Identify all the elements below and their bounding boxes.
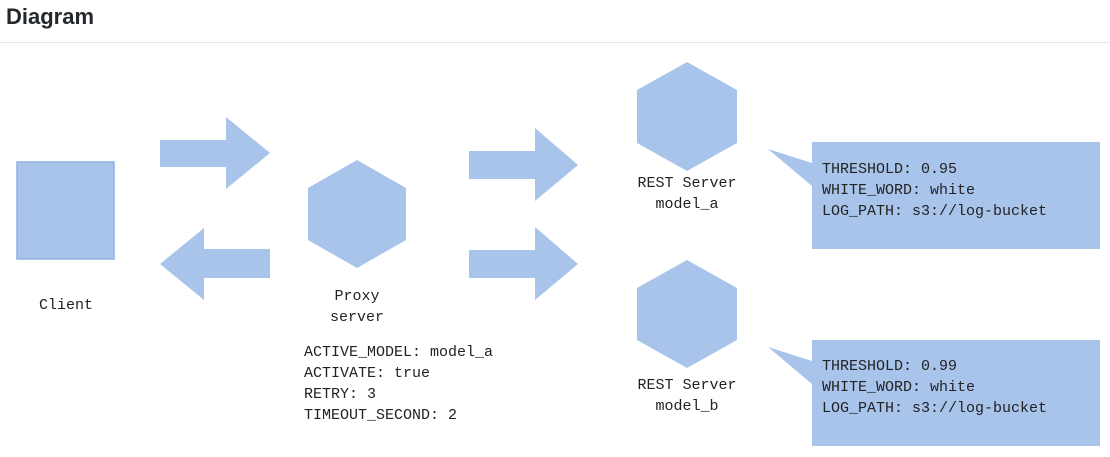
- page-title: Diagram: [6, 4, 95, 29]
- proxy-label-line2: server: [330, 309, 384, 326]
- server-b-config: THRESHOLD: 0.99 WHITE_WORD: white LOG_PA…: [822, 358, 1047, 417]
- server-b-label-line1: REST Server: [637, 377, 736, 394]
- proxy-label-line1: Proxy: [334, 288, 379, 305]
- response-arrow-icon: [160, 228, 270, 300]
- server-a-callout: [768, 142, 1100, 249]
- server-b-callout: [768, 340, 1100, 446]
- forward-arrow-icon: [469, 128, 578, 201]
- server-b-config-line: WHITE_WORD: white: [822, 379, 975, 396]
- proxy-config-line: RETRY: 3: [304, 386, 376, 403]
- server-a-config: THRESHOLD: 0.95 WHITE_WORD: white LOG_PA…: [822, 161, 1047, 220]
- proxy-config-line: TIMEOUT_SECOND: 2: [304, 407, 457, 424]
- client-label: Client: [39, 297, 93, 314]
- server-b-hexagon: [637, 260, 737, 368]
- server-a-config-line: LOG_PATH: s3://log-bucket: [822, 203, 1047, 220]
- server-a-config-line: THRESHOLD: 0.95: [822, 161, 957, 178]
- proxy-config-line: ACTIVATE: true: [304, 365, 430, 382]
- proxy-config: ACTIVE_MODEL: model_a ACTIVATE: true RET…: [304, 344, 493, 424]
- server-b-config-line: LOG_PATH: s3://log-bucket: [822, 400, 1047, 417]
- server-a-label-line1: REST Server: [637, 175, 736, 192]
- proxy-config-line: ACTIVE_MODEL: model_a: [304, 344, 493, 361]
- server-a-label-line2: model_a: [655, 196, 718, 213]
- forward-arrow-icon: [469, 227, 578, 300]
- client-box: [16, 161, 115, 260]
- server-b-config-line: THRESHOLD: 0.99: [822, 358, 957, 375]
- request-arrow-icon: [160, 117, 270, 189]
- server-b-label-line2: model_b: [655, 398, 718, 415]
- proxy-hexagon: [308, 160, 406, 268]
- server-a-hexagon: [637, 62, 737, 171]
- server-a-config-line: WHITE_WORD: white: [822, 182, 975, 199]
- title-divider: [0, 42, 1110, 43]
